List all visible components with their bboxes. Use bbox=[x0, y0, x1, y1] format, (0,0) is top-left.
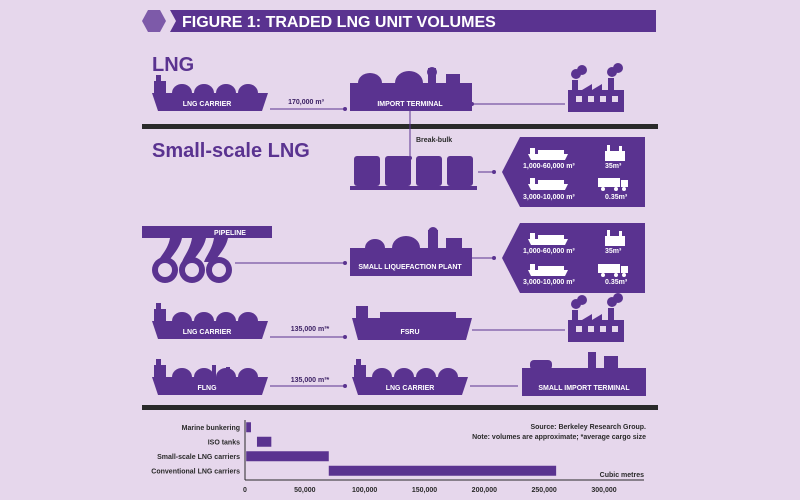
import-terminal-icon bbox=[350, 67, 472, 111]
section-divider bbox=[142, 124, 658, 129]
row4-carrier-label: LNG CARRIER bbox=[183, 329, 232, 336]
fsru-ship-icon bbox=[352, 306, 472, 340]
chart-bar bbox=[246, 422, 251, 433]
industry-factory-icon bbox=[568, 63, 624, 112]
panel2-ship-small-volume: 1,000-60,000 m³ bbox=[523, 248, 575, 255]
chart-bar bbox=[328, 465, 557, 476]
chart-tick-label: 0 bbox=[243, 487, 247, 494]
section-lng-title: LNG bbox=[152, 54, 194, 76]
page-title: FIGURE 1: TRADED LNG UNIT VOLUMES bbox=[182, 14, 496, 31]
storage-tanks-icon bbox=[350, 156, 477, 190]
chart-category-label: Marine bunkering bbox=[182, 425, 240, 432]
chart-tick-label: 250,000 bbox=[532, 487, 557, 494]
panel2-ship-large-volume: 3,000-10,000 m³ bbox=[523, 279, 575, 286]
row1-volume: 170,000 m³ bbox=[288, 99, 324, 106]
chart-tick-label: 300,000 bbox=[591, 487, 616, 494]
break-bulk-label: Break-bulk bbox=[416, 137, 452, 144]
section-divider bbox=[142, 405, 658, 410]
source-text: Source: Berkeley Research Group. bbox=[530, 424, 646, 431]
panel1-ship-large-volume: 3,000-10,000 m³ bbox=[523, 194, 575, 201]
section-small-scale-title: Small-scale LNG bbox=[152, 140, 310, 162]
distribution-panel-2: 1,000-60,000 m³ 35m³ 3,000-10,000 m³ 0.3… bbox=[502, 223, 645, 293]
row5-carrier-label: LNG CARRIER bbox=[386, 385, 435, 392]
chart-tick-label: 150,000 bbox=[412, 487, 437, 494]
chart-bar bbox=[246, 451, 329, 462]
row5-volume: 135,000 m³* bbox=[291, 377, 330, 384]
chart-x-axis-label: Cubic metres bbox=[600, 472, 644, 479]
title-banner: FIGURE 1: TRADED LNG UNIT VOLUMES bbox=[142, 10, 656, 32]
distribution-panel-1: 1,000-60,000 m³ 35m³ 3,000-10,000 m³ 0.3… bbox=[502, 137, 645, 207]
panel1-ship-small-volume: 1,000-60,000 m³ bbox=[523, 163, 575, 170]
row1-carrier-label: LNG CARRIER bbox=[183, 101, 232, 108]
flng-label: FLNG bbox=[197, 385, 217, 392]
panel1-iso-volume: 35m³ bbox=[605, 163, 622, 170]
row1-terminal-label: IMPORT TERMINAL bbox=[377, 101, 443, 108]
liquefaction-plant-icon bbox=[350, 227, 472, 276]
chart-tick-label: 50,000 bbox=[294, 487, 316, 494]
chart-tick-label: 200,000 bbox=[472, 487, 497, 494]
small-import-terminal-icon bbox=[522, 352, 646, 396]
panel2-truck-volume: 0.35m³ bbox=[605, 279, 628, 286]
pipeline-label: PIPELINE bbox=[214, 230, 246, 237]
pipeline-icon bbox=[142, 226, 272, 283]
fsru-label: FSRU bbox=[400, 329, 419, 336]
panel1-truck-volume: 0.35m³ bbox=[605, 194, 628, 201]
panel2-iso-volume: 35m³ bbox=[605, 248, 622, 255]
chart-bar bbox=[256, 436, 272, 447]
note-text: Note: volumes are approximate; *average … bbox=[472, 434, 646, 441]
industry-factory-icon bbox=[568, 293, 624, 342]
chart-category-label: Small-scale LNG carriers bbox=[157, 454, 240, 461]
chart-tick-label: 100,000 bbox=[352, 487, 377, 494]
small-terminal-label: SMALL IMPORT TERMINAL bbox=[538, 385, 630, 392]
row4-volume: 135,000 m³* bbox=[291, 326, 330, 333]
chart-category-label: Conventional LNG carriers bbox=[151, 468, 240, 475]
chart-category-label: ISO tanks bbox=[208, 439, 240, 446]
flng-ship-icon bbox=[152, 359, 268, 395]
plant-label: SMALL LIQUEFACTION PLANT bbox=[358, 264, 462, 271]
